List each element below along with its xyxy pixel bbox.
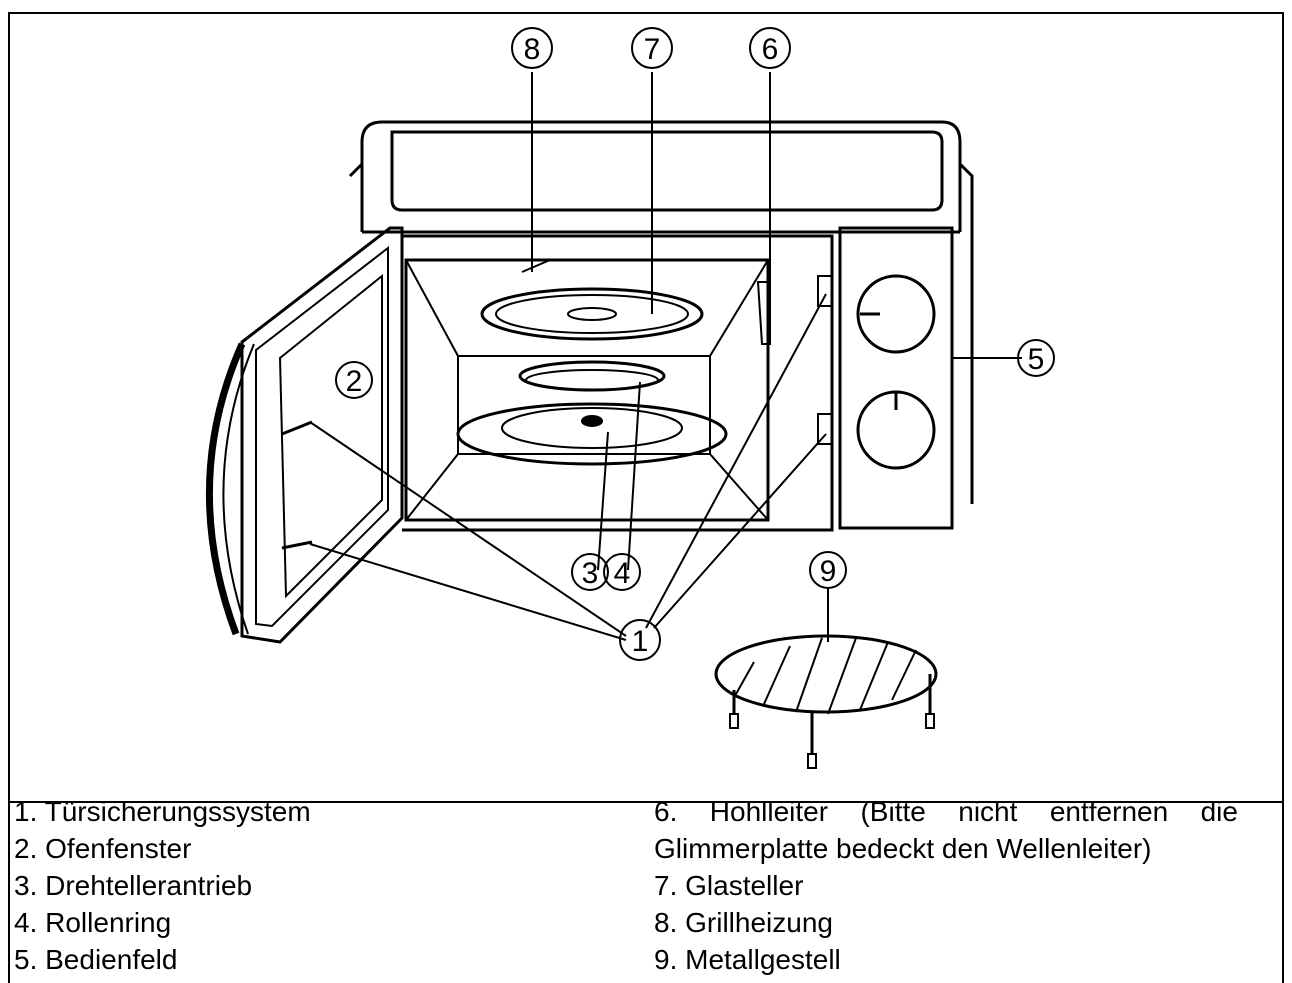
legend-item-2: 2. Ofenfenster xyxy=(14,833,192,864)
callout-7: 7 xyxy=(644,33,661,66)
legend-item-6-word: die xyxy=(1200,796,1238,827)
legend-item-6-word: Hohlleiter xyxy=(709,796,829,827)
callout-3: 3 xyxy=(582,557,599,590)
microwave-cabinet xyxy=(348,120,974,532)
open-door xyxy=(206,226,404,644)
legend-left-column: 1. Türsicherungssystem 2. Ofenfenster 3.… xyxy=(14,793,574,978)
callout-circles xyxy=(335,27,1055,661)
legend-item-6-word: (Bitte xyxy=(860,796,926,827)
diagram-frame: 1 2 3 4 5 6 7 8 9 xyxy=(8,12,1284,983)
legend-item-8: 8. Grillheizung xyxy=(654,907,833,938)
legend-right-column: 6. Hohlleiter (Bitte nicht entfernen die… xyxy=(654,793,1238,978)
legend-item-7: 7. Glasteller xyxy=(654,870,804,901)
legend-item-1: 1. Türsicherungssystem xyxy=(14,796,311,827)
legend-divider xyxy=(10,801,1282,803)
callout-9: 9 xyxy=(820,555,837,588)
turntable-parts xyxy=(456,287,728,466)
legend-item-6: 6. Hohlleiter (Bitte nicht entfernen die xyxy=(654,793,1238,830)
callout-numbers: 1 2 3 4 5 6 7 8 9 xyxy=(346,33,1045,658)
legend-item-4: 4. Rollenring xyxy=(14,907,172,938)
legend-item-6-word: 6. xyxy=(654,796,678,827)
callout-8: 8 xyxy=(524,33,541,66)
callout-2: 2 xyxy=(346,365,363,398)
metal-rack xyxy=(714,634,938,769)
legend-item-9: 9. Metallgestell xyxy=(654,944,841,975)
control-panel xyxy=(838,226,954,530)
legend-item-6-word: entfernen xyxy=(1049,796,1169,827)
legend-item-3: 3. Drehtellerantrieb xyxy=(14,870,253,901)
legend-item-6-continued: Glimmerplatte bedeckt den Wellenleiter) xyxy=(654,833,1152,864)
callout-6: 6 xyxy=(762,33,779,66)
microwave-illustration: 1 2 3 4 5 6 7 8 9 xyxy=(206,27,1055,769)
callout-5: 5 xyxy=(1028,343,1045,376)
legend-item-5: 5. Bedienfeld xyxy=(14,944,178,975)
callout-4: 4 xyxy=(614,557,631,590)
leader-lines xyxy=(309,72,1022,642)
legend-item-6-word: nicht xyxy=(958,796,1018,827)
callout-1: 1 xyxy=(632,625,649,658)
